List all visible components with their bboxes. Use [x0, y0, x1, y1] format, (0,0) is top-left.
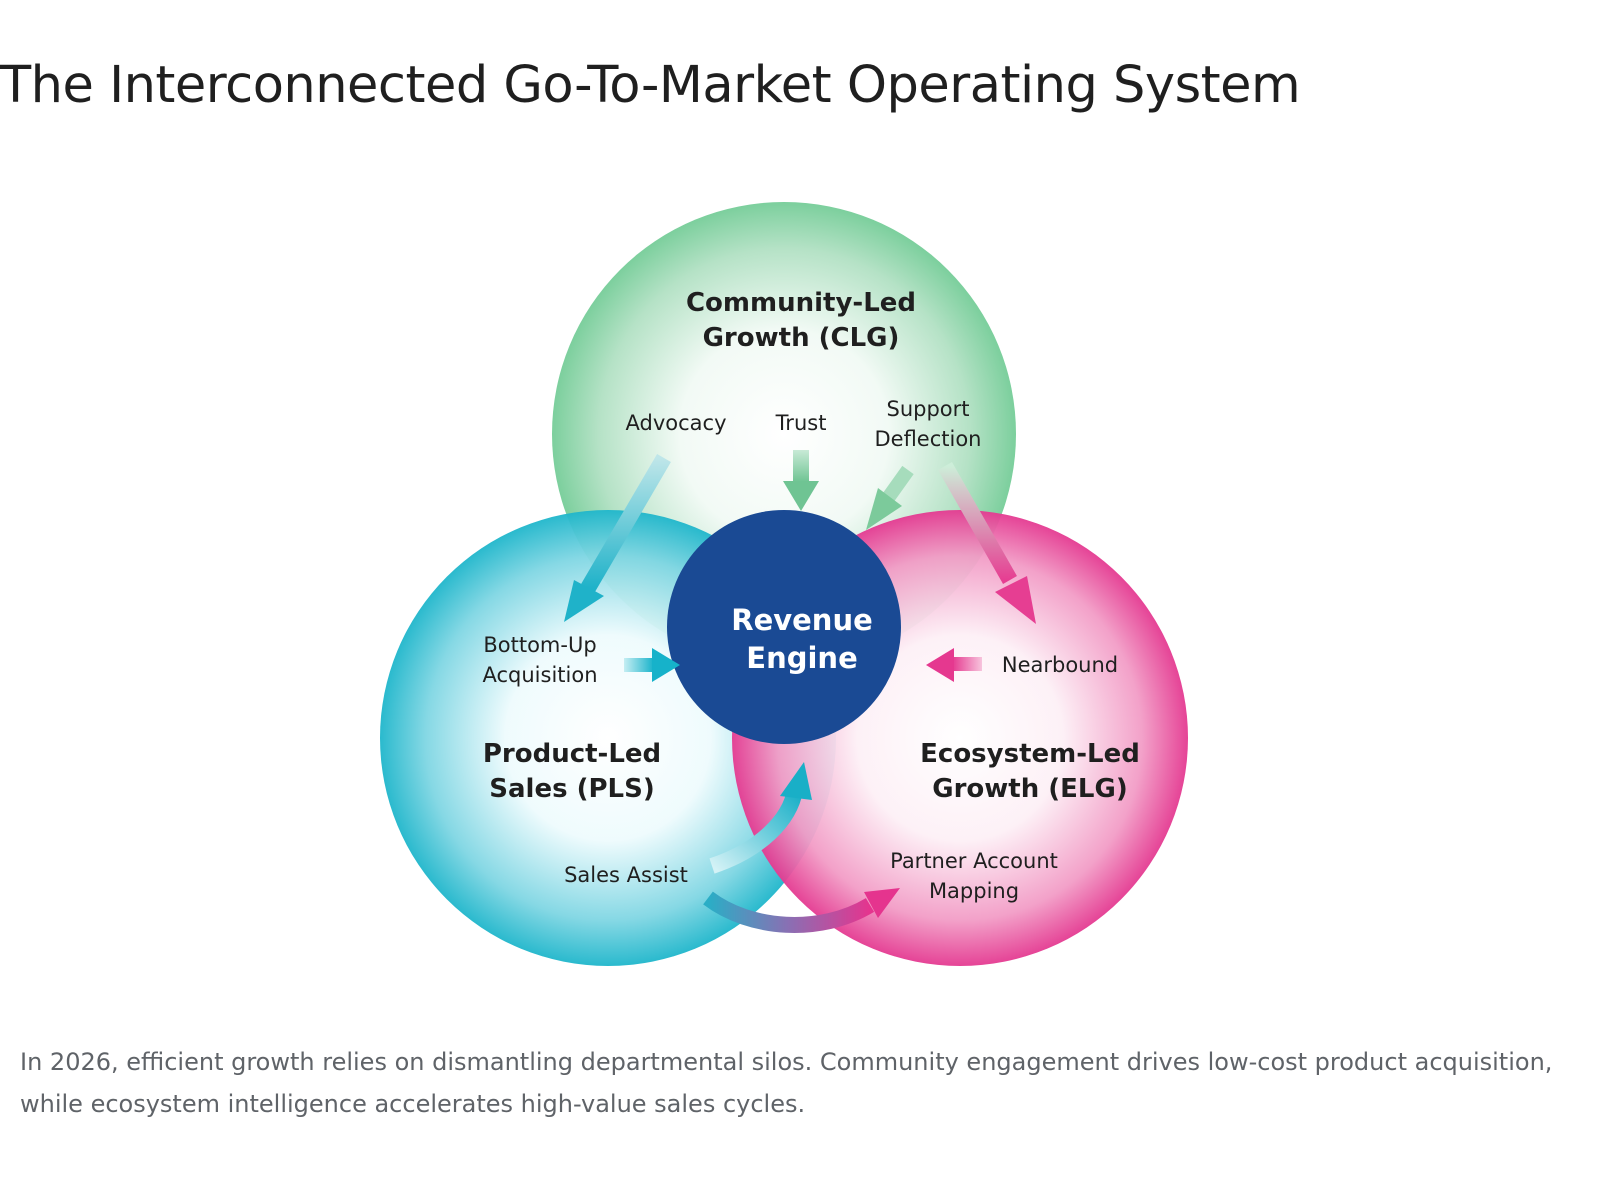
- partner-label-line1: Partner Account: [890, 849, 1058, 873]
- partner-mapping-arrow: [703, 888, 900, 933]
- revenue-engine-line1: Revenue: [731, 603, 873, 637]
- clg-title-line2: Growth (CLG): [703, 323, 900, 353]
- sales-assist-label: Sales Assist: [564, 863, 688, 887]
- nearbound-arrow: [926, 648, 982, 682]
- bottom-up-arrow: [624, 648, 680, 682]
- trust-label: Trust: [775, 411, 827, 435]
- support-to-engine-arrow: [866, 465, 914, 530]
- support-label-line2: Deflection: [874, 427, 981, 451]
- page-title: The Interconnected Go-To-Market Operatin…: [0, 56, 1301, 115]
- advocacy-arrow: [564, 453, 671, 622]
- elg-title-line1: Ecosystem-Led: [920, 739, 1140, 769]
- support-to-elg-arrow: [938, 462, 1036, 624]
- bottom-up-label-line2: Acquisition: [482, 663, 597, 687]
- caption-text: In 2026, efficient growth relies on dism…: [20, 1048, 1553, 1118]
- trust-arrow: [783, 450, 819, 511]
- pls-title-line1: Product-Led: [483, 739, 661, 769]
- support-label-line1: Support: [886, 397, 969, 421]
- clg-title-line1: Community-Led: [686, 288, 916, 318]
- elg-title-line2: Growth (ELG): [932, 774, 1127, 804]
- partner-label-line2: Mapping: [929, 879, 1019, 903]
- bottom-up-label-line1: Bottom-Up: [483, 633, 596, 657]
- sales-assist-arrow: [709, 762, 812, 874]
- pls-title-line2: Sales (PLS): [489, 774, 654, 804]
- revenue-engine-line2: Engine: [746, 641, 857, 675]
- nearbound-label: Nearbound: [1002, 653, 1118, 677]
- advocacy-label: Advocacy: [626, 411, 727, 435]
- revenue-engine-circle: [667, 510, 901, 744]
